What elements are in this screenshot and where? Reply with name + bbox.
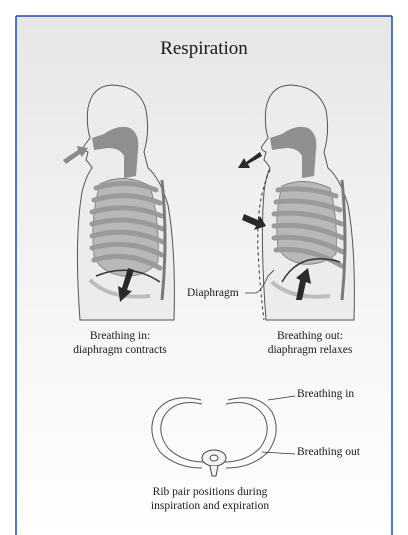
diaphragm-label: Diaphragm [187,287,239,299]
exhale-caption: Breathing out: diaphragm relaxes [248,329,372,357]
rib-in-label: Breathing in [297,388,354,400]
rib-out-label: Breathing out [297,446,360,458]
rib-diagram-caption: Rib pair positions during inspiration an… [120,485,300,513]
rib-caption-line1: Rib pair positions during [120,485,300,499]
rib-caption-line2: inspiration and expiration [120,499,300,513]
exhale-caption-line2: diaphragm relaxes [248,343,372,357]
inhale-caption: Breathing in: diaphragm contracts [60,329,180,357]
exhale-caption-line1: Breathing out: [248,329,372,343]
inhale-caption-line1: Breathing in: [60,329,180,343]
inhale-caption-line2: diaphragm contracts [60,343,180,357]
page-title: Respiration [0,38,408,60]
